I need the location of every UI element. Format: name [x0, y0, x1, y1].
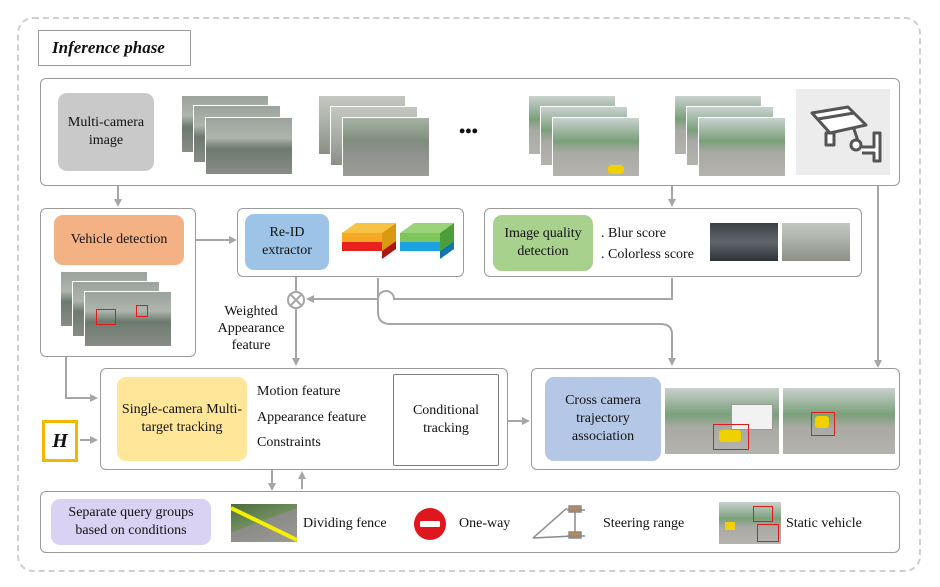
h-label: H — [52, 429, 68, 452]
cross-camera-image-2 — [782, 387, 896, 455]
ellipsis-label: ••• — [459, 121, 478, 141]
multiply-icon — [287, 291, 305, 309]
blurry-sample-image — [709, 222, 779, 262]
vehicle-detection-label: Vehicle detection — [70, 232, 168, 247]
reid-extractor-label: Re-ID extractor — [262, 225, 312, 258]
cross-camera-panel: Cross camera trajectory association — [531, 368, 900, 470]
reid-panel: Re-ID extractor — [237, 208, 464, 277]
motion-feature-label: Motion feature — [257, 384, 341, 399]
conditional-tracking-label: Conditional tracking — [412, 403, 480, 436]
static-vehicle-label: Static vehicle — [786, 516, 862, 531]
quality-panel: Image quality detection . Blur score . C… — [484, 208, 862, 277]
cross-camera-image-1 — [664, 387, 780, 455]
phase-title: Inference phase — [38, 30, 191, 66]
weighted-appearance-label: Weighted Appearance feature — [217, 304, 285, 353]
detection-panel: Vehicle detection — [40, 208, 196, 357]
multi-camera-image-label: Multi-camera image — [67, 115, 145, 148]
feature-block-icon — [342, 223, 454, 259]
steering-range-label: Steering range — [603, 516, 685, 531]
one-way-label: One-way — [459, 516, 511, 531]
query-groups-label: Separate query groups based on condition… — [68, 505, 194, 538]
colorless-score-label: . Colorless score — [601, 247, 694, 262]
single-camera-tracking-label: Single-camera Multi-target tracking — [121, 402, 243, 435]
appearance-feature-label: Appearance feature — [257, 410, 367, 425]
image-quality-detection-label: Image quality detection — [504, 226, 582, 259]
single-camera-tracking-pill: Single-camera Multi-target tracking — [117, 377, 247, 461]
no-entry-icon — [414, 508, 446, 540]
vehicle-detection-pill: Vehicle detection — [54, 215, 184, 265]
dividing-fence-label: Dividing fence — [303, 516, 387, 531]
detection-frame-stack — [60, 271, 180, 351]
image-quality-detection-pill: Image quality detection — [493, 215, 593, 271]
query-groups-panel: Separate query groups based on condition… — [40, 491, 900, 553]
conditional-tracking-box: Conditional tracking — [393, 374, 499, 466]
arrow-reid-to-cross — [377, 278, 676, 366]
arrow-quality-to-mult — [306, 278, 673, 303]
query-groups-pill: Separate query groups based on condition… — [51, 499, 211, 545]
steering-range-icon — [532, 505, 585, 539]
inference-phase-frame — [17, 17, 921, 572]
tracking-panel: Single-camera Multi-target tracking Moti… — [100, 368, 508, 470]
constraints-label: Constraints — [257, 435, 321, 450]
static-vehicle-icon — [718, 501, 782, 545]
dividing-fence-icon — [230, 504, 298, 542]
cross-camera-label: Cross camera trajectory association — [565, 393, 641, 444]
cross-camera-pill: Cross camera trajectory association — [545, 377, 661, 461]
arrow-detection-to-tracking — [65, 356, 98, 402]
camera-frame-stack-4 — [674, 95, 789, 179]
cctv-camera-icon — [796, 89, 890, 175]
colorless-sample-image — [781, 222, 851, 262]
camera-frame-stack-1 — [181, 95, 296, 177]
multi-camera-image-pill: Multi-camera image — [58, 93, 154, 171]
camera-frame-stack-3 — [528, 95, 643, 179]
camera-frame-stack-2 — [318, 95, 433, 179]
reid-extractor-pill: Re-ID extractor — [245, 214, 329, 270]
blur-score-label: . Blur score — [601, 226, 666, 241]
h-input-box: H — [42, 420, 78, 462]
input-panel: Multi-camera image ••• — [40, 78, 900, 186]
